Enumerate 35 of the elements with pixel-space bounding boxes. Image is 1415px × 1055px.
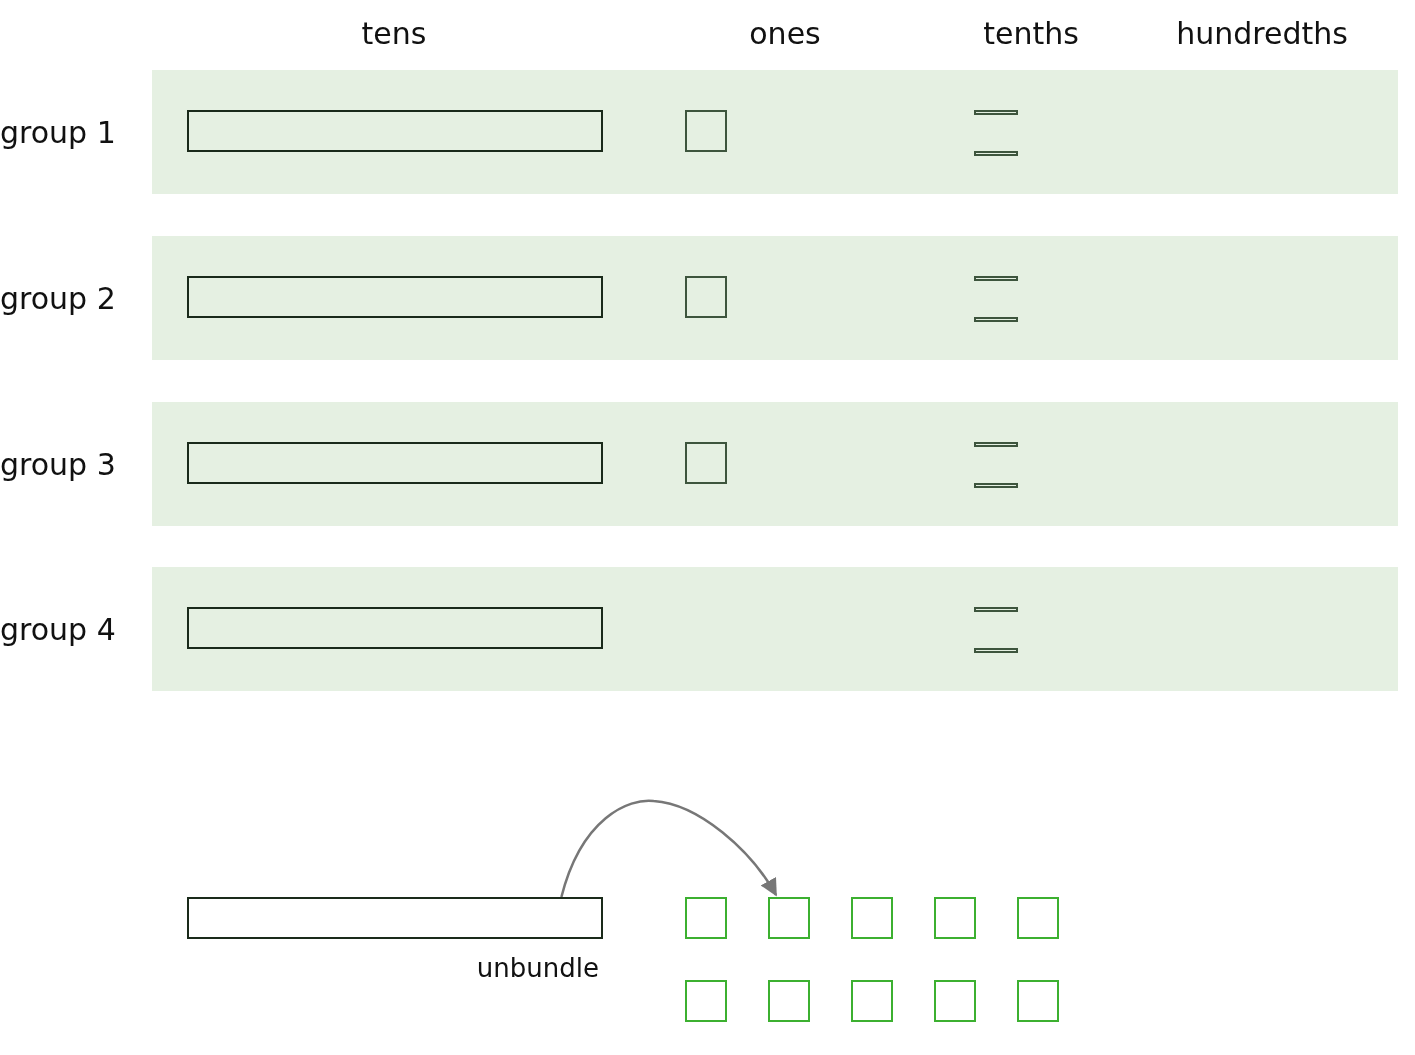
tenths-bar	[974, 317, 1018, 322]
ones-square	[1017, 897, 1059, 939]
ones-square	[685, 276, 727, 318]
column-header: tens	[361, 16, 427, 51]
group-label: group 4	[0, 611, 116, 647]
tens-rod	[187, 110, 603, 152]
tenths-bar	[974, 483, 1018, 488]
ones-square	[768, 980, 810, 1022]
ones-square	[685, 980, 727, 1022]
group-label: group 2	[0, 280, 116, 316]
ones-square	[934, 980, 976, 1022]
tenths-bar	[974, 607, 1018, 612]
column-header: tenths	[983, 16, 1079, 51]
curved-arrow	[560, 799, 778, 898]
tenths-bar	[974, 151, 1018, 156]
ones-square	[934, 897, 976, 939]
column-header: hundredths	[1176, 16, 1348, 51]
ones-square	[685, 442, 727, 484]
node-label: unbundle	[476, 953, 599, 983]
tens-rod	[187, 276, 603, 318]
tenths-bar	[974, 110, 1018, 115]
ones-square	[851, 980, 893, 1022]
ones-square	[851, 897, 893, 939]
tenths-bar	[974, 648, 1018, 653]
tens-rod	[187, 442, 603, 484]
tenths-bar	[974, 442, 1018, 447]
tens-rod	[187, 607, 603, 649]
ones-square	[1017, 980, 1059, 1022]
group-label: group 1	[0, 114, 116, 150]
column-header: ones	[749, 16, 821, 51]
ones-square	[685, 110, 727, 152]
ones-square	[685, 897, 727, 939]
ones-square	[768, 897, 810, 939]
group-label: group 3	[0, 446, 116, 482]
tenths-bar	[974, 276, 1018, 281]
